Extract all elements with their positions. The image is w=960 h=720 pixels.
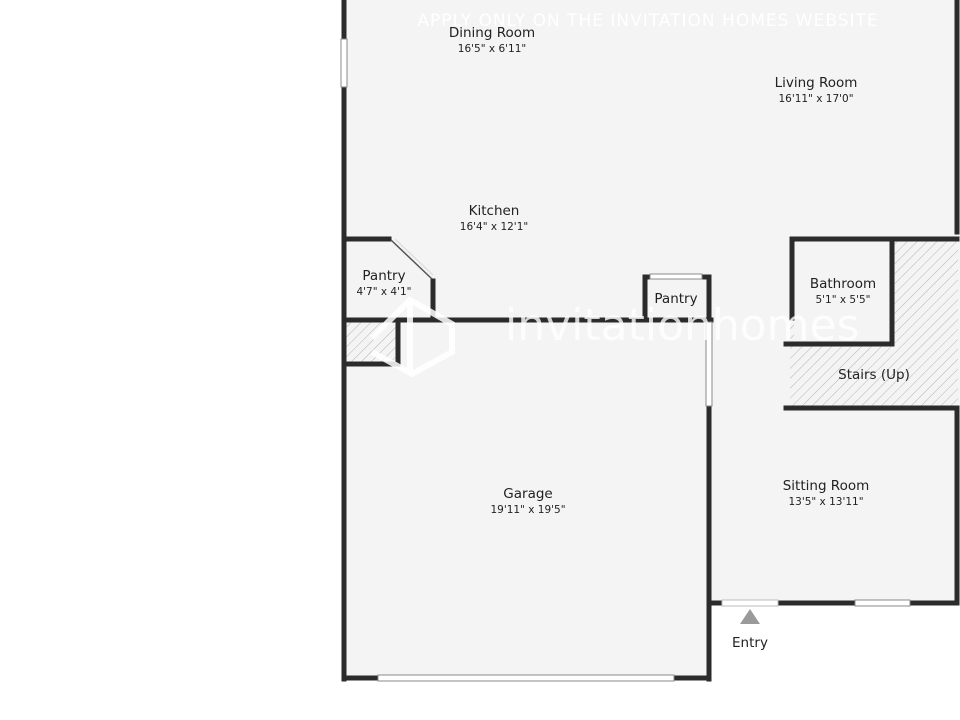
kitchen-name: Kitchen bbox=[469, 203, 520, 219]
pantry-right-name: Pantry bbox=[654, 291, 697, 307]
pantry-left-dims: 4'7" x 4'1" bbox=[356, 286, 411, 298]
living-room-dims: 16'11" x 17'0" bbox=[778, 93, 853, 105]
living-room-name: Living Room bbox=[775, 75, 858, 91]
dining-room-name: Dining Room bbox=[449, 25, 535, 41]
bathroom-dims: 5'1" x 5'5" bbox=[815, 294, 870, 306]
garage-name: Garage bbox=[503, 486, 552, 502]
stairs-name: Stairs (Up) bbox=[838, 367, 910, 383]
watermark-top-text: APPLY ONLY ON THE INVITATION HOMES WEBSI… bbox=[417, 11, 878, 31]
dining-room-dims: 16'5" x 6'11" bbox=[458, 43, 526, 55]
watermark-brand-text: invitationhomes bbox=[505, 300, 860, 351]
closet-hatch bbox=[346, 322, 398, 364]
entry-label: Entry bbox=[732, 635, 768, 651]
bathroom-floor bbox=[794, 240, 892, 344]
entry-door-gap bbox=[721, 599, 779, 607]
windows bbox=[340, 38, 911, 682]
walls bbox=[341, 0, 960, 682]
watermark-logo-icon bbox=[369, 296, 455, 378]
entry-marker-icon bbox=[740, 609, 760, 624]
bathroom-name: Bathroom bbox=[810, 276, 876, 292]
sitting-room-dims: 13'5" x 13'11" bbox=[788, 496, 863, 508]
garage-floor bbox=[343, 320, 711, 680]
garage-dims: 19'11" x 19'5" bbox=[490, 504, 565, 516]
pantry-left-name: Pantry bbox=[362, 268, 405, 284]
sitting-room-name: Sitting Room bbox=[783, 478, 870, 494]
pantry-door-inner bbox=[394, 238, 434, 276]
pantry-door bbox=[390, 239, 433, 280]
kitchen-dims: 16'4" x 12'1" bbox=[460, 221, 528, 233]
